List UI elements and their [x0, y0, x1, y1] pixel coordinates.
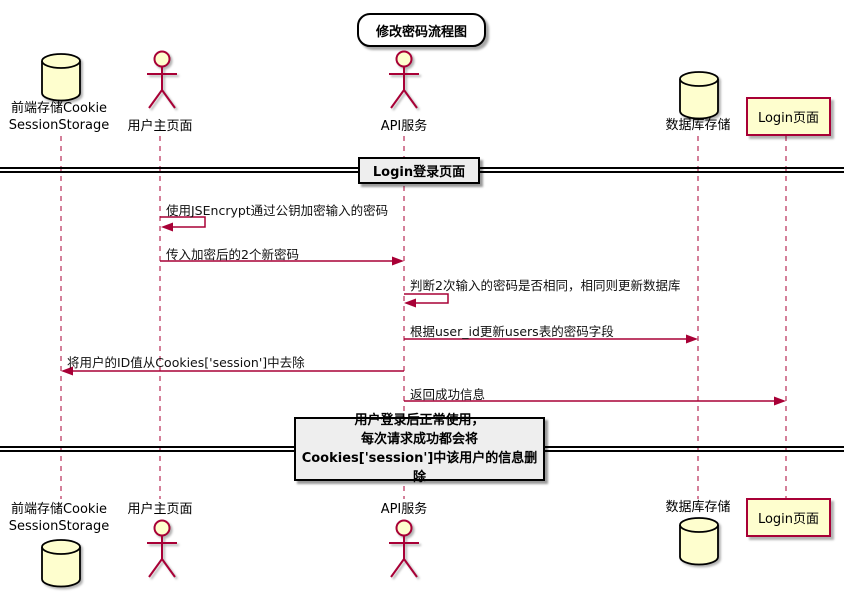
frontend-label-line2: SessionStorage [8, 118, 110, 133]
message-2-text: 传入加密后的2个新密码 [166, 247, 299, 262]
message-4-arrow [404, 334, 698, 344]
message-6-arrow [404, 396, 786, 406]
divider-note-line3: Cookies['session']中该用户的信息删除 [301, 451, 538, 485]
divider-note-line2: 每次请求成功都会将 [360, 432, 478, 447]
participant-label-user-page: 用户主页面 [127, 119, 193, 134]
message-5-arrow [61, 366, 404, 376]
participant-box-login-bottom: Login页面 [746, 498, 831, 537]
message-1-text: 使用JSEncrypt通过公钥加密输入的密码 [166, 203, 389, 218]
participant-box-login: Login页面 [746, 97, 831, 136]
message-2-arrow [160, 256, 404, 266]
database-icon [41, 53, 81, 102]
message-3-self-arrow [404, 293, 449, 308]
message-6-text: 返回成功信息 [410, 387, 486, 402]
participant-label-api: API服务 [380, 119, 428, 134]
divider-note: 用户登录后正常使用， 每次请求成功都会将 Cookies['session']中… [294, 413, 545, 485]
database-icon [679, 71, 719, 120]
divider-note-line1: 用户登录后正常使用， [354, 413, 485, 428]
actor-icon [147, 519, 177, 578]
participant-label-user-page-bottom: 用户主页面 [127, 502, 193, 517]
participant-label-frontend: 前端存储Cookie SessionStorage [0, 100, 118, 134]
database-icon [41, 539, 81, 588]
participant-label-frontend-bottom: 前端存储Cookie SessionStorage [0, 501, 118, 535]
message-1-self-arrow [160, 216, 206, 232]
divider-login: Login登录页面 [358, 157, 480, 184]
frontend-label-line1: 前端存储Cookie [10, 502, 108, 517]
message-5-text: 将用户的ID值从Cookies['session']中去除 [67, 355, 305, 370]
actor-icon [389, 519, 419, 578]
diagram-title: 修改密码流程图 [357, 13, 486, 47]
database-icon [679, 517, 719, 566]
participant-label-db: 数据库存储 [665, 118, 731, 133]
frontend-label-line2: SessionStorage [8, 519, 110, 534]
actor-icon [147, 50, 177, 109]
participant-label-db-bottom: 数据库存储 [665, 500, 731, 515]
message-3-text: 判断2次输入的密码是否相同，相同则更新数据库 [410, 278, 681, 293]
frontend-label-line1: 前端存储Cookie [10, 101, 108, 116]
message-4-text: 根据user_id更新users表的密码字段 [410, 324, 614, 339]
participant-label-api-bottom: API服务 [380, 502, 428, 517]
actor-icon [389, 50, 419, 109]
